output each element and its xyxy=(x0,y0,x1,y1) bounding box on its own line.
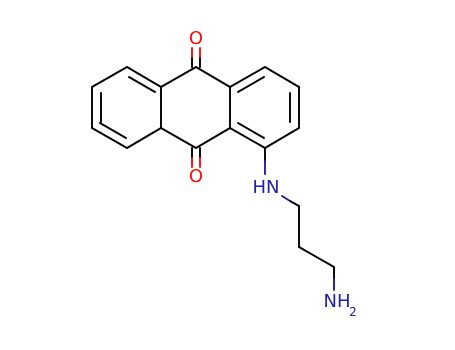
bond-right-ring-2 xyxy=(264,66,300,88)
atom-oxygen-bottom: O xyxy=(189,166,203,187)
bond-left-ring-1 xyxy=(126,66,162,88)
bond-nh-to-ch2 xyxy=(289,200,300,207)
atom-nh2: NH xyxy=(324,291,351,312)
atom-oxygen-top: O xyxy=(189,28,203,49)
bond-right-ring-1 xyxy=(229,66,266,88)
bond-layer xyxy=(91,47,335,291)
bond-right-ring-4 xyxy=(264,127,300,149)
bond-right-ring-inner-3 xyxy=(237,122,265,139)
bond-center-5 xyxy=(160,127,197,149)
bond-right-ring-5 xyxy=(229,127,266,149)
bond-left-ring-inner-2 xyxy=(99,122,127,139)
bond-left-ring-6 xyxy=(91,66,128,88)
bond-chain-3 xyxy=(298,246,335,268)
bond-nh-to-ch2-blue xyxy=(281,195,291,202)
atom-label-layer: O O HN NH 2 xyxy=(189,28,357,319)
bond-center-1 xyxy=(160,66,197,88)
bond-center-2 xyxy=(195,66,231,88)
bond-left-ring-3 xyxy=(126,127,162,149)
atom-nh: HN xyxy=(253,177,280,198)
atom-nh2-subscript: 2 xyxy=(349,305,357,319)
bond-right-ring-inner-1 xyxy=(237,76,265,93)
bond-left-ring-inner-1 xyxy=(128,76,156,93)
bond-center-4 xyxy=(195,127,231,149)
bond-left-ring-4 xyxy=(91,127,128,149)
